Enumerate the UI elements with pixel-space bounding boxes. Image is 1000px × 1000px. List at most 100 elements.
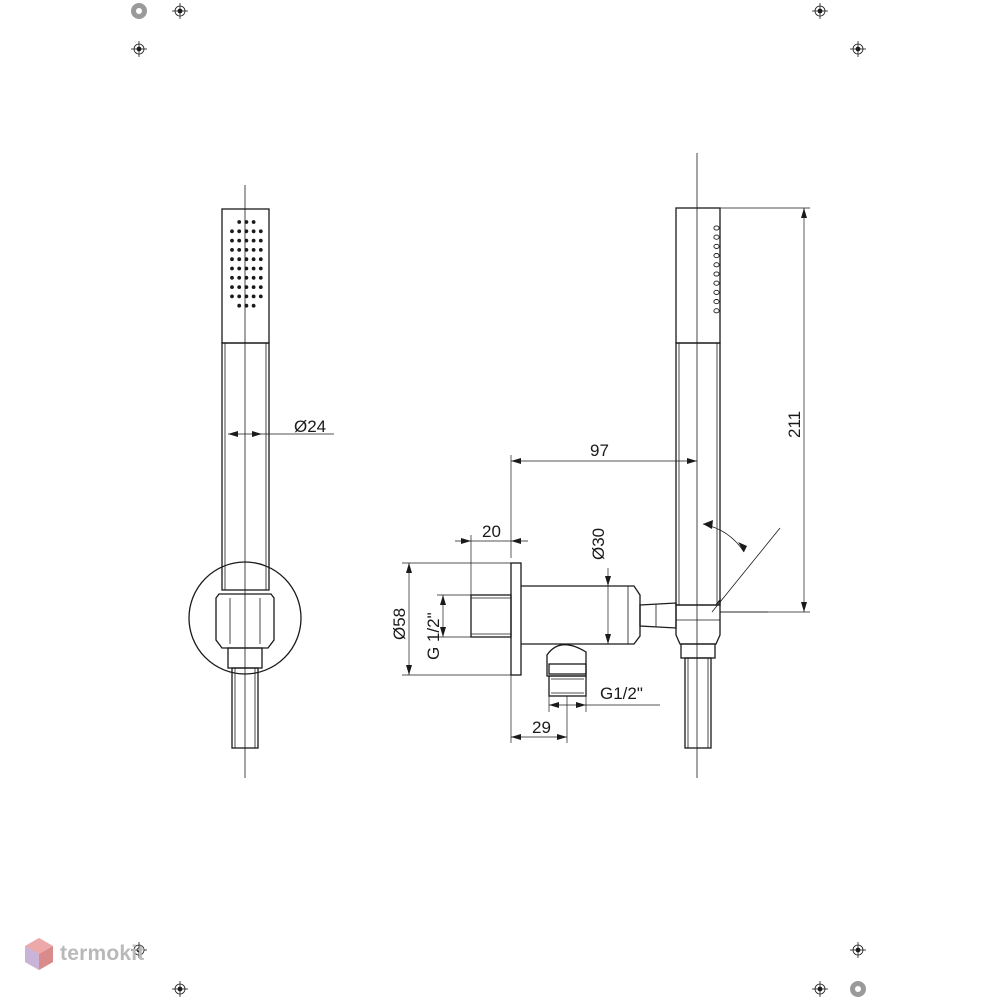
nozzle-hole: [230, 238, 234, 243]
nozzle-hole: [230, 266, 234, 271]
dimension-outlet-offset: 29: [510, 675, 568, 743]
nozzle-hole: [244, 220, 249, 224]
nozzle-holes: [230, 220, 263, 308]
registration-mark-top-left-dot: [131, 3, 147, 19]
registration-mark-bottom-right: [850, 942, 866, 958]
side-handshower-handle: [675, 342, 721, 606]
side-nozzle-hole: [713, 243, 720, 249]
nozzle-hole: [258, 275, 263, 280]
nozzle-hole: [251, 275, 256, 280]
nozzle-hole: [251, 229, 256, 234]
label-bracket-depth: 20: [482, 522, 501, 541]
side-bracket-arm: [639, 602, 677, 629]
nozzle-hole: [258, 285, 263, 289]
nozzle-hole: [244, 285, 249, 289]
watermark-text: termokit: [60, 942, 145, 965]
nozzle-hole: [244, 229, 249, 234]
nozzle-hole: [237, 303, 242, 308]
nozzle-hole: [244, 266, 249, 271]
watermark: termokit: [24, 934, 144, 974]
nozzle-hole: [230, 229, 234, 234]
nozzle-hole: [237, 238, 242, 243]
label-wall-thread: G 1/2": [424, 612, 443, 660]
side-nozzle-hole: [713, 234, 720, 240]
registration-mark-top-left: [172, 3, 188, 19]
nozzle-hole: [251, 257, 256, 262]
side-hose: [684, 657, 712, 749]
nozzle-hole: [237, 229, 242, 234]
nozzle-hole: [230, 275, 234, 280]
dimension-body-diameter: Ø30: [589, 528, 611, 644]
nozzle-hole: [244, 303, 249, 308]
nozzle-hole: [251, 294, 256, 299]
handshower-handle: [221, 342, 270, 591]
dimension-height: 211: [720, 207, 810, 613]
nozzle-hole: [237, 248, 242, 252]
dimension-handshower-diameter: Ø24: [228, 417, 334, 437]
side-handshower-head: [675, 207, 721, 344]
nozzle-hole: [237, 275, 242, 280]
label-outlet-thread: G1/2": [600, 684, 643, 703]
side-nozzle-hole: [713, 225, 720, 231]
hose: [231, 667, 259, 749]
nozzle-hole: [237, 266, 242, 271]
label-handshower-diameter: Ø24: [294, 417, 326, 436]
registration-mark-bottom-left: [131, 942, 147, 958]
side-outlet-thread: [548, 675, 587, 697]
side-nozzle-hole: [713, 308, 720, 314]
side-nozzle-hole: [713, 262, 720, 268]
side-wall-flange: [510, 562, 522, 676]
nozzle-hole: [244, 294, 249, 299]
wall-flange: [188, 561, 302, 675]
side-nozzle-holes: [713, 225, 720, 314]
nozzle-hole: [244, 275, 249, 280]
nozzle-hole: [258, 238, 263, 243]
dimension-wall-thread: G 1/2": [424, 594, 471, 660]
nozzle-hole: [258, 257, 263, 262]
side-view: 211 97 20 Ø30: [390, 153, 810, 778]
termokit-logo-icon: [25, 938, 53, 970]
side-outlet: [546, 644, 587, 677]
nozzle-hole: [258, 266, 263, 271]
registration-mark-top-right: [812, 3, 828, 19]
registration-mark-bottom-right-dot: [850, 981, 866, 997]
nozzle-hole: [251, 220, 256, 224]
holder-cup: [215, 593, 275, 649]
label-body-diameter: Ø30: [589, 528, 608, 560]
side-holder: [675, 598, 721, 645]
nozzle-hole: [251, 303, 256, 308]
nozzle-hole: [244, 257, 249, 262]
nozzle-hole: [230, 285, 234, 289]
registration-mark-bottom-left-2: [172, 981, 188, 997]
side-nozzle-hole: [713, 280, 720, 286]
label-height: 211: [785, 411, 804, 438]
registration-mark-top-right-2: [850, 41, 866, 57]
registration-mark-top-left-2: [131, 41, 147, 57]
rotation-reference-line: [711, 527, 781, 613]
side-nozzle-hole: [713, 299, 720, 305]
nozzle-hole: [251, 248, 256, 252]
nozzle-hole: [230, 294, 234, 299]
side-wall-thread: [470, 594, 512, 638]
dimension-outlet-thread: G1/2": [548, 684, 660, 712]
nozzle-hole: [230, 257, 234, 262]
label-outlet-offset: 29: [532, 718, 551, 737]
nozzle-hole: [251, 266, 256, 271]
nozzle-hole: [244, 248, 249, 252]
label-projection: 97: [590, 441, 609, 460]
side-nozzle-hole: [713, 271, 720, 277]
registration-mark-bottom-right-2: [812, 981, 828, 997]
rotation-arc: [702, 523, 745, 553]
nozzle-hole: [230, 248, 234, 252]
front-view: Ø24: [188, 185, 334, 778]
side-hose-connector: [680, 643, 716, 659]
nozzle-hole: [258, 294, 263, 299]
nozzle-hole: [237, 285, 242, 289]
nozzle-hole: [258, 248, 263, 252]
nozzle-hole: [237, 257, 242, 262]
nozzle-hole: [258, 229, 263, 234]
side-nozzle-hole: [713, 253, 720, 259]
side-valve-body: [521, 585, 641, 645]
nozzle-hole: [251, 285, 256, 289]
